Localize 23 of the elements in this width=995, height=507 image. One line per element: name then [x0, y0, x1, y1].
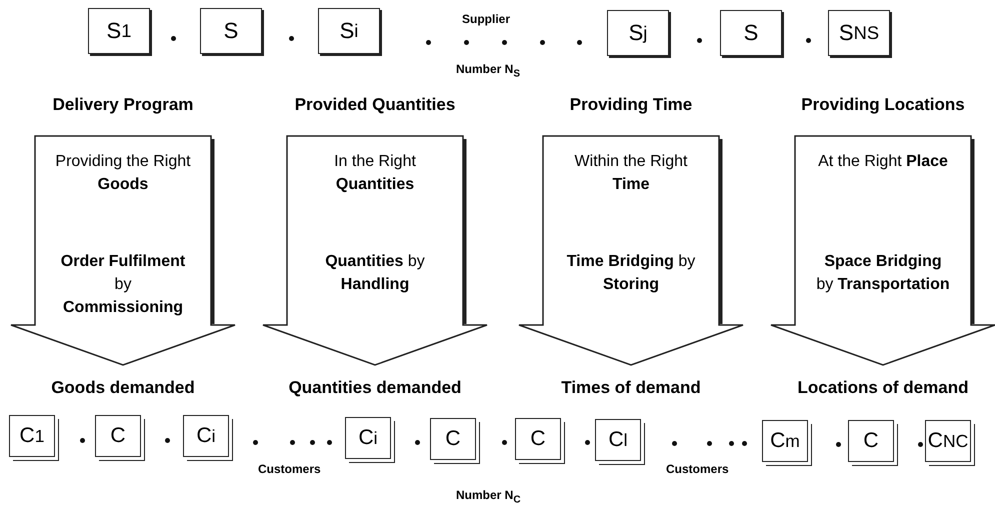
demand-label: Quantities demanded — [288, 378, 462, 398]
function-text: Time Bridging by Storing — [566, 252, 696, 295]
column-heading: Delivery Program — [52, 95, 194, 115]
supplier-box: S — [720, 10, 782, 56]
supplier-box: S — [200, 8, 262, 54]
axis-note: Customers — [666, 462, 729, 476]
goal-text: Within the Right Time — [574, 152, 688, 195]
demand-label: Times of demand — [560, 378, 702, 398]
goal-text: Providing the Right Goods — [55, 152, 191, 195]
demand-label: Goods demanded — [50, 378, 196, 398]
axis-note: Number N$_{C}$ — [456, 488, 521, 506]
column-heading: Provided Quantities — [294, 95, 456, 115]
demand-label: Locations of demand — [796, 378, 970, 398]
goal-text: In the Right Quantities — [333, 152, 417, 195]
goal-text: At the Right Place — [817, 152, 949, 172]
function-text: Space Bridging by Transportation — [815, 252, 951, 295]
axis-note: Customers — [258, 462, 321, 476]
axis-note: Number N$_{S}$ — [456, 62, 520, 80]
function-text: Order Fulfilment by Commissioning — [60, 252, 186, 318]
column-heading: Providing Time — [568, 95, 694, 115]
function-text: Quantities by Handling — [324, 252, 426, 295]
axis-note: Supplier — [462, 12, 510, 26]
column-heading: Providing Locations — [800, 95, 966, 115]
